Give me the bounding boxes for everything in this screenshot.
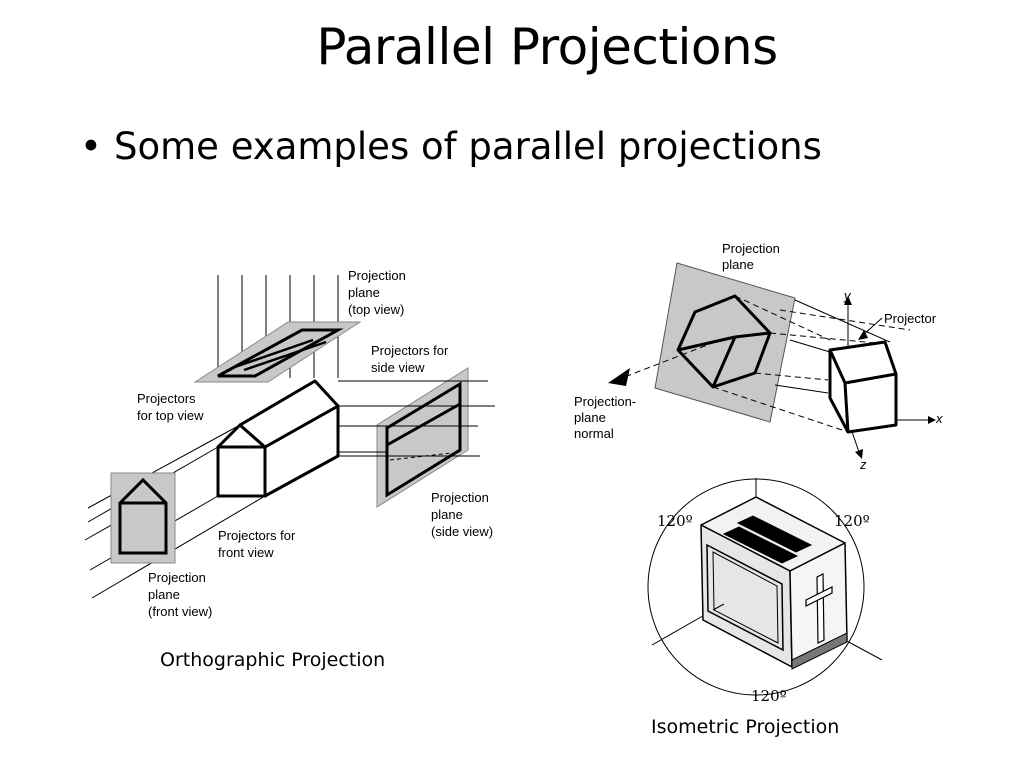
top-projection-plane [193,321,362,383]
label-side-plane-1: Projection [431,490,489,505]
label-top-projectors-2: for top view [137,408,204,423]
x-axis-arrow-icon [928,416,936,424]
house-object [216,379,340,498]
label-front-projectors-2: front view [218,545,274,560]
label-side-plane-3: (side view) [431,524,493,539]
side-projection-plane [376,367,469,508]
label-axis-x: x [935,411,943,426]
label-axis-y: y [843,288,852,303]
slide-title: Parallel Projections [316,18,778,76]
isometric-diagram: 120º 120º 120º Isometric Projection [647,478,883,738]
angle-label-top-right: 120º [834,512,870,530]
oblique-projectors [712,295,911,433]
axonometric-diagram: Projection plane Projector Projection- p… [574,241,943,472]
orthographic-diagram: Projection plane (top view) Projectors f… [84,268,495,671]
caption-orthographic: Orthographic Projection [160,649,385,671]
bullet-text: Some examples of parallel projections [114,125,822,168]
label-top-plane-3: (top view) [348,302,404,317]
angle-label-bottom: 120º [751,687,787,705]
cube-object [828,340,898,434]
z-axis-arrow-icon [855,449,863,459]
label-front-plane-1: Projection [148,570,206,585]
label-normal-1: Projection- [574,394,636,409]
label-front-projectors-1: Projectors for [218,528,296,543]
label-oblique-plane-1: Projection [722,241,780,256]
label-projector: Projector [884,311,937,326]
angle-label-top-left: 120º [657,512,693,530]
toaster-window-inner [712,551,779,644]
label-side-projectors-1: Projectors for [371,343,449,358]
projector-pointer-arrow-icon [858,330,868,340]
label-axis-z: z [859,457,867,472]
plane-normal-line [621,341,716,379]
oblique-projection-plane [654,262,796,423]
label-top-plane-2: plane [348,285,380,300]
toaster-lever [805,573,833,644]
toaster-base [791,632,848,670]
label-front-plane-2: plane [148,587,180,602]
label-normal-3: normal [574,426,614,441]
y-axis-arrow-icon [844,296,852,305]
front-projection-plane [110,472,176,564]
label-front-plane-3: (front view) [148,604,212,619]
toaster-window-depth [712,603,725,611]
plane-normal-arrow-icon [608,368,630,386]
toaster-slots [722,515,813,564]
bullet-dot-icon: • [80,125,102,168]
label-normal-2: plane [574,410,606,425]
label-side-projectors-2: side view [371,360,425,375]
label-top-plane-1: Projection [348,268,406,283]
toaster-window [706,543,784,652]
oblique-projectors-solid [774,299,891,394]
label-top-projectors-1: Projectors [137,391,196,406]
label-side-plane-2: plane [431,507,463,522]
caption-isometric: Isometric Projection [651,716,839,738]
label-oblique-plane-2: plane [722,257,754,272]
bullet-item: • Some examples of parallel projections [80,125,822,168]
